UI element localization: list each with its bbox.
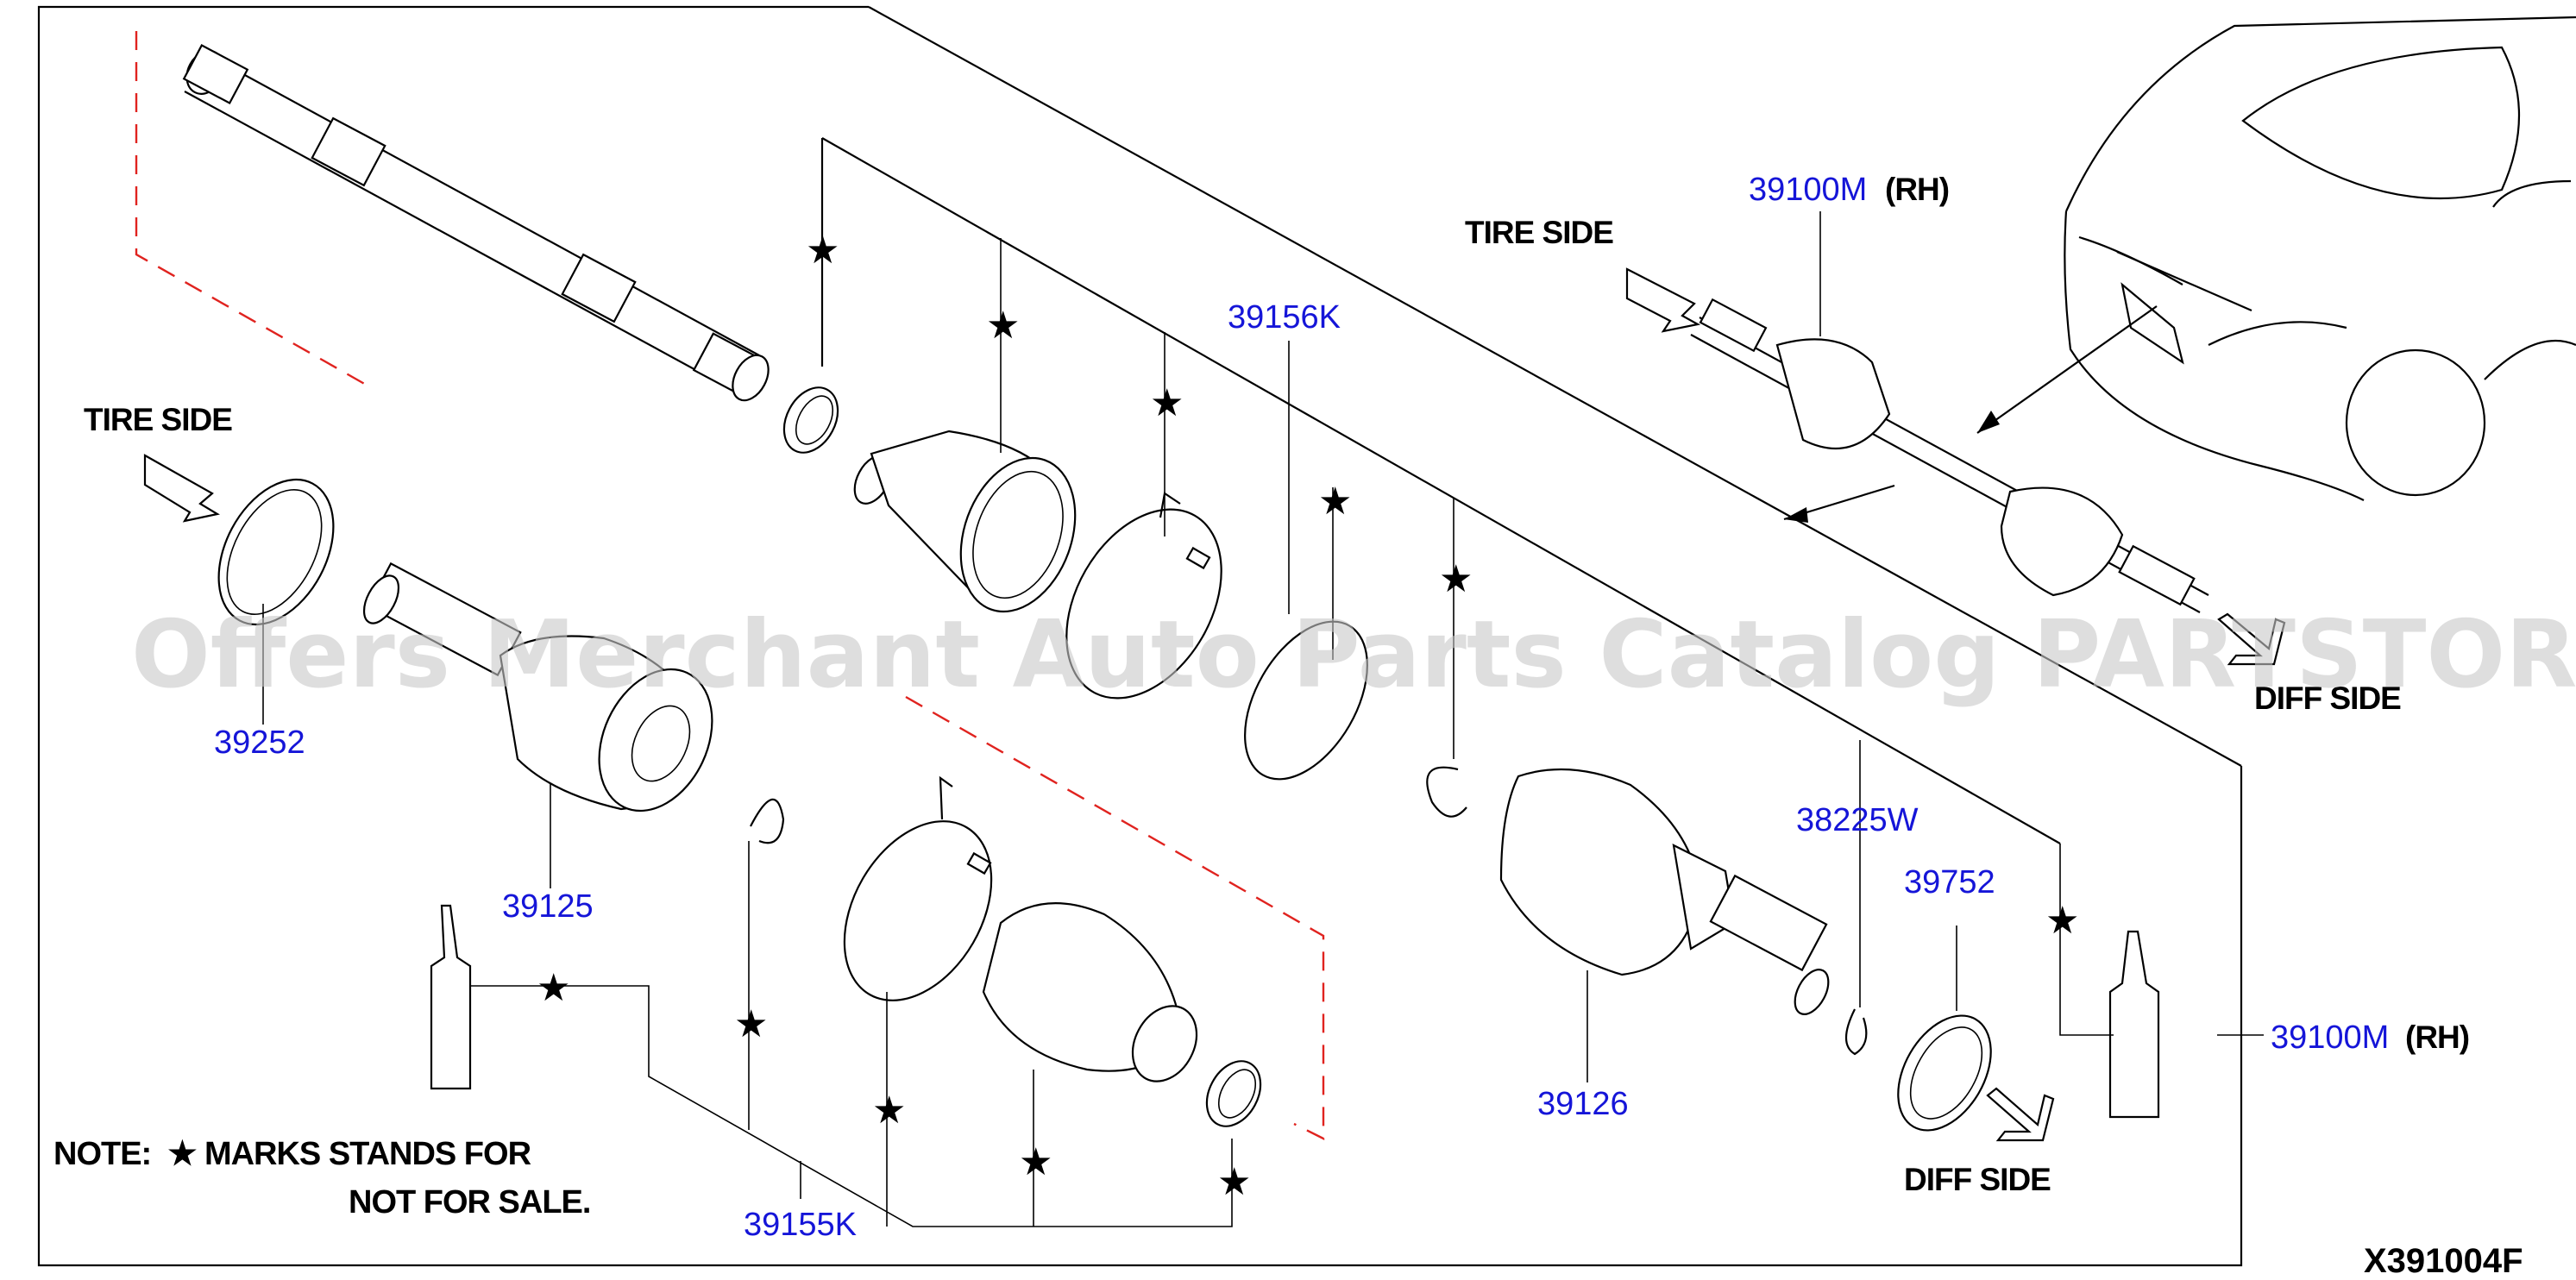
arrows <box>1783 305 2158 523</box>
circlip-39156k <box>1244 620 1368 781</box>
star-mark: ★ <box>2045 899 2079 943</box>
not-for-sale-marks: ★ ★ ★ ★ ★ ★ ★ ★ ★ ★ ★ <box>537 229 2079 1204</box>
part-number-39156k: 39156K <box>1228 299 1341 336</box>
part-number-38225w: 38225W <box>1796 802 1919 838</box>
boot-band-large-1 <box>1065 492 1222 700</box>
diff-side-arrow-right <box>2217 612 2286 666</box>
outer-joint-39125 <box>362 562 713 813</box>
diagram-code: X391004F <box>2364 1242 2523 1280</box>
boot-band-large-2 <box>843 775 993 1001</box>
note-line-2: NOT FOR SALE. <box>349 1184 590 1220</box>
watermark: Offers Merchant Auto Parts Catalog PARTS… <box>131 601 2576 709</box>
diagram-frame <box>37 5 2243 1267</box>
snap-ring-small <box>1426 766 1467 818</box>
part-number-39125: 39125 <box>502 888 594 925</box>
rh-label-top: (RH) <box>1885 172 1949 207</box>
seal-ring-39252 <box>217 478 335 626</box>
note-block: NOTE: ★ MARKS STANDS FOR NOT FOR SALE. <box>53 1136 591 1220</box>
part-number-39100m-right: 39100M <box>2271 1020 2389 1056</box>
star-mark: ★ <box>986 304 1020 348</box>
star-mark: ★ <box>734 1002 768 1046</box>
star-mark: ★ <box>1150 381 1184 425</box>
star-mark: ★ <box>1318 480 1352 524</box>
grease-tube-right <box>2108 930 2160 1119</box>
rh-label-right: (RH) <box>2405 1020 2469 1055</box>
tire-side-arrow-left <box>143 454 220 523</box>
note-line-1: NOTE: ★ MARKS STANDS FOR <box>53 1136 531 1172</box>
tire-side-label-left: TIRE SIDE <box>84 402 232 437</box>
star-mark: ★ <box>1019 1140 1052 1184</box>
snap-ring-38225w <box>1844 1008 1868 1056</box>
part-number-labels: 39100M (RH) 39156K 39252 39125 39126 382… <box>214 172 2470 1243</box>
leader-lines <box>262 211 2264 1227</box>
grease-tube-left <box>430 904 472 1090</box>
shaft-drawing <box>182 44 770 402</box>
tire-side-label-right: TIRE SIDE <box>1465 215 1613 250</box>
part-number-39126: 39126 <box>1537 1086 1629 1122</box>
boot-tire-side <box>853 430 1077 613</box>
part-number-39155k: 39155K <box>744 1207 857 1243</box>
boot-band-small-2 <box>1205 1060 1262 1127</box>
part-number-39752: 39752 <box>1904 864 1995 900</box>
star-mark: ★ <box>537 966 570 1010</box>
inner-joint-39126 <box>1499 768 1830 1015</box>
red-dashed-guides <box>135 31 1325 1140</box>
diff-side-label-bottom: DIFF SIDE <box>1904 1162 2051 1197</box>
star-mark: ★ <box>806 229 839 273</box>
diff-side-arrow-bottom <box>1986 1087 2055 1142</box>
side-labels: TIRE SIDE TIRE SIDE DIFF SIDE DIFF SIDE <box>84 215 2402 1197</box>
star-mark: ★ <box>1439 557 1473 601</box>
snap-ring-lower <box>750 798 785 844</box>
tire-side-arrow-right <box>1625 267 1701 333</box>
boot-band-small-1 <box>782 386 839 454</box>
diff-side-label-right: DIFF SIDE <box>2254 681 2401 716</box>
boot-lower <box>982 902 1198 1082</box>
star-mark: ★ <box>872 1089 906 1133</box>
vehicle-outline <box>2064 16 2576 501</box>
washer-39752 <box>1897 1014 1992 1132</box>
part-number-39252: 39252 <box>214 725 305 761</box>
star-mark: ★ <box>1217 1160 1251 1204</box>
assembled-shaft <box>1690 298 2209 613</box>
part-number-39100m-top: 39100M <box>1749 172 1867 208</box>
